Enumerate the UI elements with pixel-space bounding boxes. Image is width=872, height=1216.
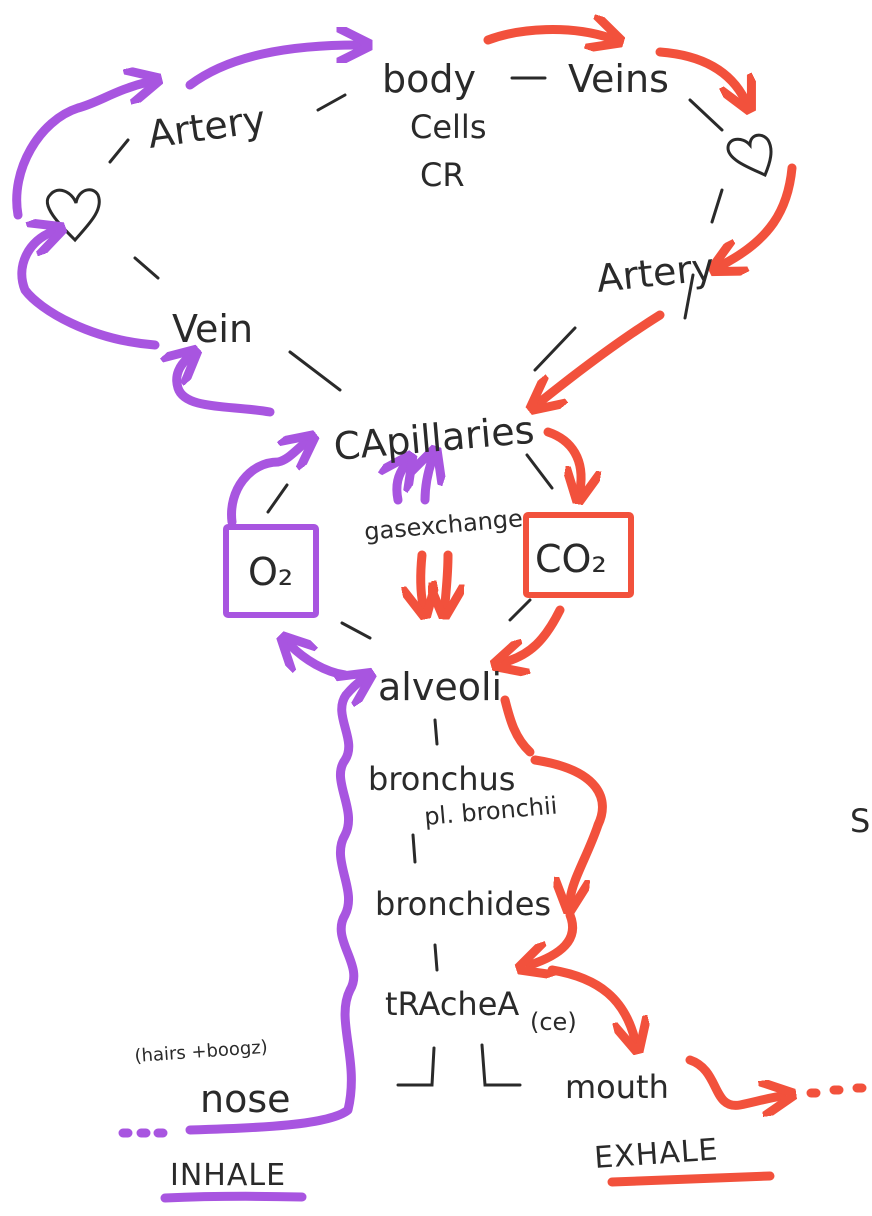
gas-exchange-label: gasexchange <box>363 504 524 546</box>
mouth-label: mouth <box>565 1068 669 1106</box>
cells-label: Cells <box>410 108 486 146</box>
nose-label: nose <box>200 1077 291 1121</box>
heart-icon-right <box>726 133 773 178</box>
artery-right-label: Artery <box>594 245 716 301</box>
co2-box <box>523 512 634 598</box>
o2-label: O₂ <box>248 550 293 594</box>
inhale-label: INHALE <box>170 1158 286 1193</box>
connector-lines <box>108 76 724 1087</box>
bronchioles-label: bronchides <box>375 885 551 923</box>
edge-letter: S <box>850 802 870 840</box>
exhale-path <box>421 30 867 1187</box>
o2-box <box>223 524 319 618</box>
capillaries-label: CApillaries <box>332 408 536 469</box>
trachea-note: (ce) <box>530 1008 577 1036</box>
cr-label: CR <box>420 156 465 194</box>
exhale-label: EXHALE <box>593 1132 719 1176</box>
trachea-label: tRAcheA <box>385 985 519 1023</box>
bronchus-label: bronchus <box>368 760 515 798</box>
alveoli-label: alveoli <box>378 665 502 709</box>
co2-label: CO₂ <box>535 537 607 581</box>
artery-left-label: Artery <box>145 97 268 157</box>
veins-label: Veins <box>568 57 669 101</box>
inhale-path <box>12 45 432 1203</box>
body-label: body <box>382 57 476 101</box>
vein-label: Vein <box>172 307 253 351</box>
nose-note: (hairs +boogz) <box>134 1037 269 1067</box>
heart-icon-left <box>46 188 101 243</box>
